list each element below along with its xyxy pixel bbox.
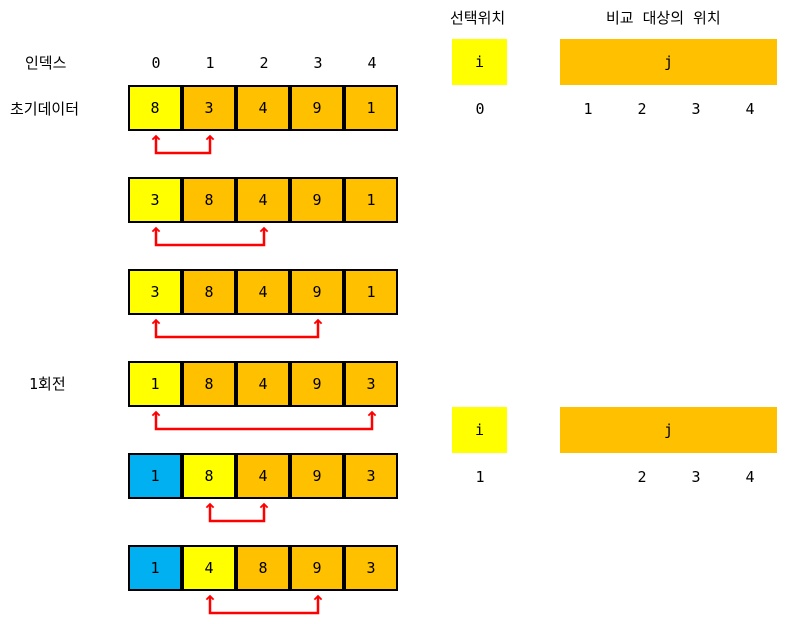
array-cell-r3-c3: 9 (290, 269, 344, 315)
index-number-1: 1 (205, 54, 215, 72)
array-cell-r5-c1: 8 (182, 453, 236, 499)
array-cell-r4-c2: 4 (236, 361, 290, 407)
legend-j-value-1-3: 3 (691, 100, 701, 118)
array-cell-r6-c3: 9 (290, 545, 344, 591)
legend-j-label-2: j (663, 421, 674, 439)
array-cell-r1-c3: 9 (290, 85, 344, 131)
array-cell-r5-c0: 1 (128, 453, 182, 499)
index-number-2: 2 (259, 54, 269, 72)
array-cell-r5-c2: 4 (236, 453, 290, 499)
array-cell-r4-c1: 8 (182, 361, 236, 407)
legend-j-box-2: j (560, 407, 777, 453)
array-cell-r6-c0: 1 (128, 545, 182, 591)
array-cell-r2-c3: 9 (290, 177, 344, 223)
swap-arrow-3 (151, 318, 323, 339)
array-cell-r3-c0: 3 (128, 269, 182, 315)
legend-j-value-1-1: 1 (583, 100, 593, 118)
legend-j-value-1-4: 4 (745, 100, 755, 118)
array-cell-r1-c0: 8 (128, 85, 182, 131)
swap-arrow-2 (151, 226, 269, 247)
legend-i-label-1: i (474, 53, 485, 71)
array-cell-r2-c2: 4 (236, 177, 290, 223)
array-cell-r3-c4: 1 (344, 269, 398, 315)
compare-positions-header: 비교 대상의 위치 (606, 9, 721, 27)
legend-i-value-1: 0 (475, 100, 485, 118)
array-cell-r4-c0: 1 (128, 361, 182, 407)
array-cell-r1-c4: 1 (344, 85, 398, 131)
legend-i-label-2: i (474, 421, 485, 439)
initial-data-label: 초기데이터 (10, 100, 80, 118)
swap-arrow-6 (205, 594, 323, 615)
legend-j-value-2-3: 4 (745, 468, 755, 486)
legend-i-box-1: i (452, 39, 507, 85)
array-cell-r6-c1: 4 (182, 545, 236, 591)
selected-position-header: 선택위치 (450, 9, 506, 27)
array-cell-r3-c2: 4 (236, 269, 290, 315)
legend-j-label-1: j (663, 53, 674, 71)
legend-j-value-2-2: 3 (691, 468, 701, 486)
array-cell-r4-c3: 9 (290, 361, 344, 407)
array-cell-r6-c2: 8 (236, 545, 290, 591)
index-number-3: 3 (313, 54, 323, 72)
index-number-0: 0 (151, 54, 161, 72)
legend-j-value-2-1: 2 (637, 468, 647, 486)
array-cell-r3-c1: 8 (182, 269, 236, 315)
swap-arrow-4 (151, 410, 377, 431)
array-cell-r2-c1: 8 (182, 177, 236, 223)
legend-j-value-1-2: 2 (637, 100, 647, 118)
legend-j-box-1: j (560, 39, 777, 85)
array-cell-r5-c4: 3 (344, 453, 398, 499)
index-label: 인덱스 (25, 54, 67, 72)
array-cell-r6-c4: 3 (344, 545, 398, 591)
round-1-label: 1회전 (29, 375, 66, 393)
array-cell-r1-c2: 4 (236, 85, 290, 131)
array-cell-r2-c4: 1 (344, 177, 398, 223)
array-cell-r1-c1: 3 (182, 85, 236, 131)
array-cell-r5-c3: 9 (290, 453, 344, 499)
array-cell-r2-c0: 3 (128, 177, 182, 223)
legend-i-value-2: 1 (475, 468, 485, 486)
array-cell-r4-c4: 3 (344, 361, 398, 407)
index-number-4: 4 (367, 54, 377, 72)
swap-arrow-1 (151, 134, 215, 155)
legend-i-box-2: i (452, 407, 507, 453)
swap-arrow-5 (205, 502, 269, 523)
